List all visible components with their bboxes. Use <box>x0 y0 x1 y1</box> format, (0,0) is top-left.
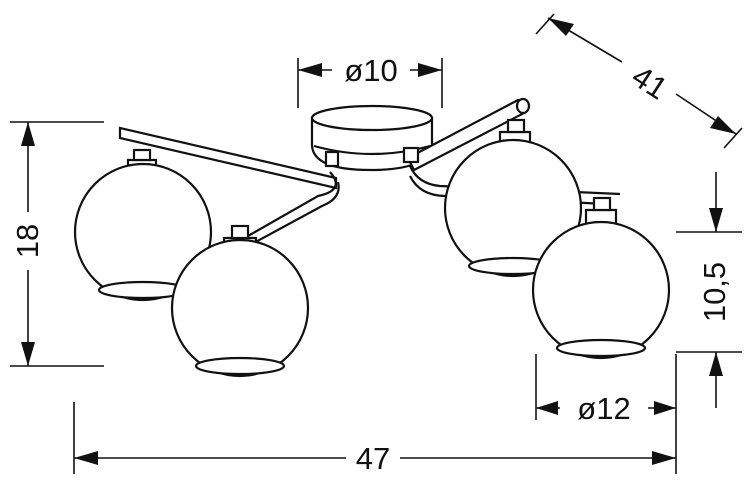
arrow-right <box>652 451 676 465</box>
shade-front-right <box>531 196 671 360</box>
arrow-upper <box>548 18 574 36</box>
height-right-label: 10,5 <box>697 262 732 322</box>
shade-diameter-label: ø12 <box>577 391 630 426</box>
arrow-right <box>654 401 676 415</box>
dimension-height-left: 18 <box>10 121 104 367</box>
height-left-label: 18 <box>10 224 45 258</box>
shade-back-left <box>73 148 213 302</box>
ceiling-canopy <box>310 104 434 172</box>
arrow-left <box>298 63 322 77</box>
arrow-lower <box>710 116 736 134</box>
width-label: 47 <box>356 441 390 476</box>
shade-front-left <box>170 224 310 378</box>
shade-back-right <box>443 118 583 278</box>
canopy-diameter-label: ø10 <box>344 53 397 88</box>
depth-label: 41 <box>626 58 674 106</box>
left-arm <box>118 126 340 245</box>
arrow-down <box>709 208 723 232</box>
dimension-depth: 41 <box>535 13 743 149</box>
arrow-right <box>418 63 442 77</box>
dimension-height-right: 10,5 <box>676 172 742 408</box>
arrow-left <box>74 451 98 465</box>
dimension-canopy-diameter: ø10 <box>297 53 443 108</box>
dimension-shade-diameter: ø12 <box>535 354 677 426</box>
arrow-top <box>21 122 35 146</box>
arrow-bottom <box>21 342 35 366</box>
dimension-width: 47 <box>73 402 677 476</box>
arrow-left <box>536 401 558 415</box>
arrow-up <box>709 352 723 376</box>
